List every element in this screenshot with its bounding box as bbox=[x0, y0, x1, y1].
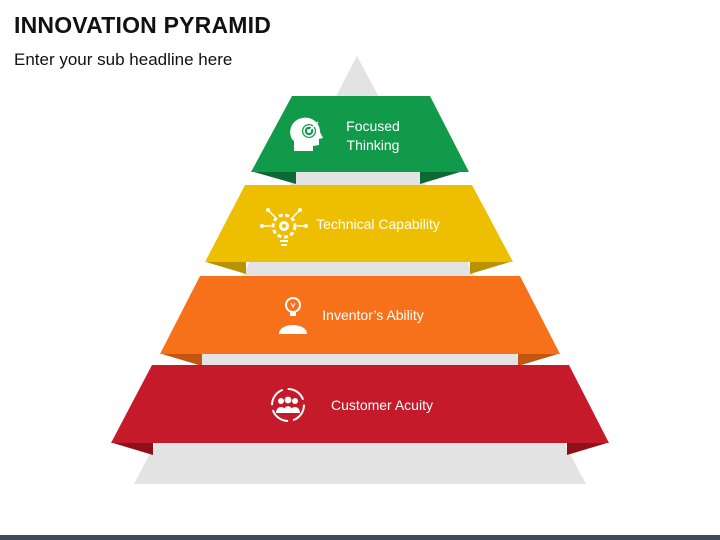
tier-label: Thinking bbox=[347, 137, 400, 153]
tier-band bbox=[251, 96, 469, 172]
tier-inventors-ability[interactable]: Inventor’s Ability bbox=[160, 276, 560, 366]
tier-label: Focused bbox=[346, 118, 400, 134]
tier-fold-left bbox=[206, 262, 246, 274]
tier-fold-left bbox=[254, 172, 296, 184]
tier-band bbox=[111, 365, 609, 443]
tier-technical-capability[interactable]: Technical Capability bbox=[205, 185, 513, 274]
tier-label: Customer Acuity bbox=[331, 397, 433, 413]
tier-focused-thinking[interactable]: Focused Thinking bbox=[251, 96, 469, 184]
tier-fold-left bbox=[113, 443, 153, 455]
tier-fold-right bbox=[567, 443, 607, 455]
tier-fold-right bbox=[420, 172, 460, 184]
customer-group-icon bbox=[271, 388, 305, 422]
page-subtitle: Enter your sub headline here bbox=[14, 50, 233, 69]
page-title: INNOVATION PYRAMID bbox=[14, 12, 272, 38]
tier-fold-right bbox=[518, 354, 558, 366]
tier-customer-acuity[interactable]: Customer Acuity bbox=[111, 365, 609, 455]
tier-band bbox=[205, 185, 513, 262]
tier-band bbox=[160, 276, 560, 354]
head-target-icon bbox=[290, 117, 323, 151]
tier-fold-left bbox=[162, 354, 202, 366]
lightbulb-person-icon bbox=[279, 297, 307, 334]
tier-fold-right bbox=[470, 262, 510, 274]
tier-label: Inventor’s Ability bbox=[322, 307, 423, 323]
footer-bar bbox=[0, 535, 720, 540]
tier-label: Technical Capability bbox=[316, 216, 440, 232]
gear-nodes-icon bbox=[260, 208, 308, 246]
